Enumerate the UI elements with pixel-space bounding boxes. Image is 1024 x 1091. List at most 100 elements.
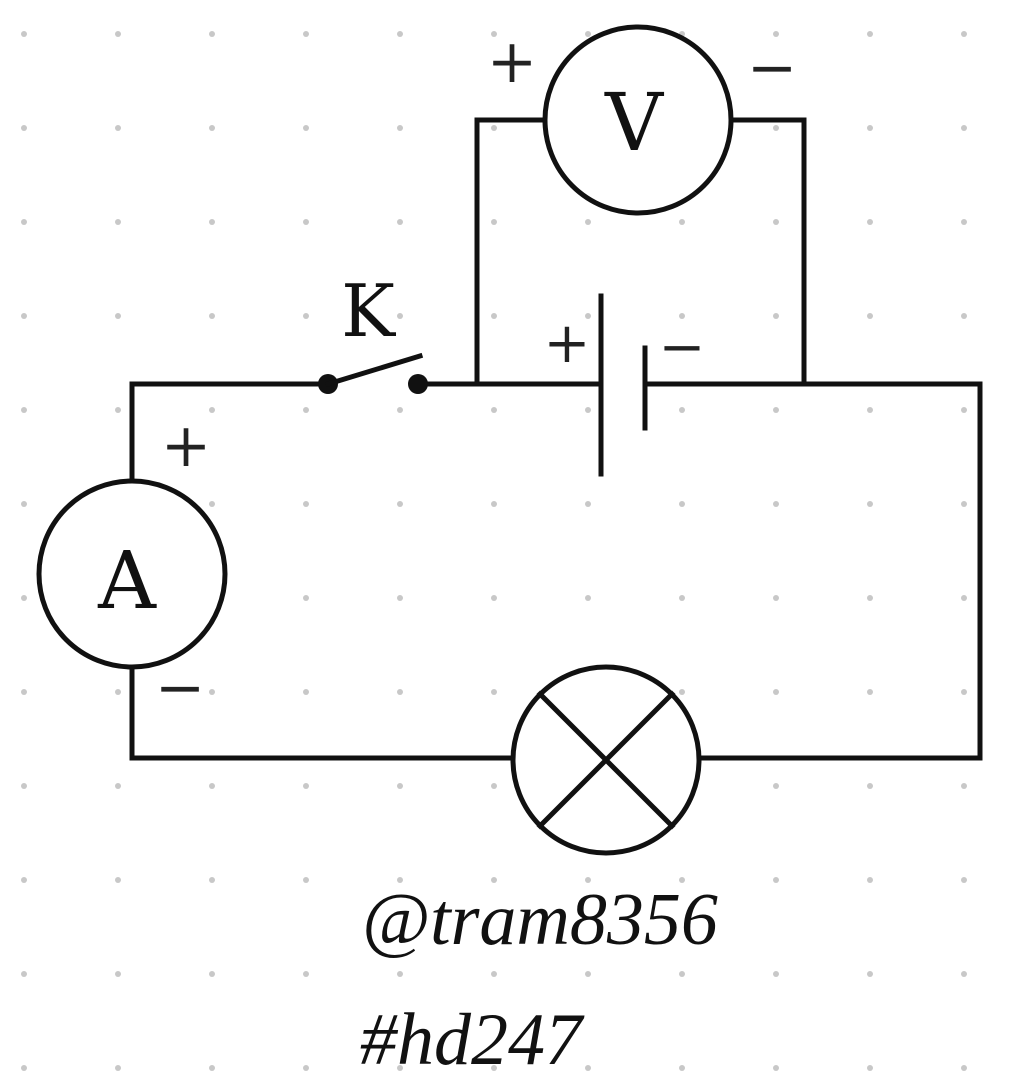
grid-dot [303,877,309,883]
grid-dot [209,1065,215,1071]
grid-dot [209,689,215,695]
grid-dot [961,501,967,507]
grid-dot [21,219,27,225]
grid-dot [585,313,591,319]
grid-dot [773,1065,779,1071]
grid-dot [115,407,121,413]
grid-dot [21,31,27,37]
grid-dot [21,125,27,131]
grid-dot [961,877,967,883]
grid-dot [303,407,309,413]
grid-dot [867,219,873,225]
grid-dot [303,783,309,789]
grid-dot [679,219,685,225]
grid-dot [491,783,497,789]
grid-dot [115,31,121,37]
grid-dot [21,877,27,883]
wires [129,117,983,761]
ammeter-label: A [97,534,157,627]
grid-dot [491,689,497,695]
grid-dot [303,313,309,319]
grid-dot [961,125,967,131]
grid-dot [21,313,27,319]
grid-dot [303,501,309,507]
grid-dot [21,689,27,695]
grid-dot [679,877,685,883]
grid-dot [21,407,27,413]
ammeter: A + − [36,411,228,723]
grid-dot [679,501,685,507]
grid-dot [867,31,873,37]
grid-dot [679,407,685,413]
grid-dot [115,877,121,883]
grid-dot [397,31,403,37]
grid-dot [209,125,215,131]
grid-dot [21,971,27,977]
grid-dot [585,501,591,507]
grid-dot [491,971,497,977]
grid-dot [773,501,779,507]
grid-dot [679,971,685,977]
dot-grid [21,31,967,1071]
grid-dot [397,501,403,507]
grid-dot [867,689,873,695]
grid-dot [867,877,873,883]
grid-dot [867,407,873,413]
grid-dot [773,31,779,37]
grid-dot [209,501,215,507]
signature: @tram8356 #hd247 [360,879,718,1081]
grid-dot [397,313,403,319]
switch-blade [324,352,424,388]
signature-handle: @tram8356 [362,879,718,961]
grid-dot [115,125,121,131]
grid-dot [209,877,215,883]
switch-label: K [341,269,396,353]
grid-dot [491,1065,497,1071]
grid-dot [867,125,873,131]
grid-dot [397,877,403,883]
grid-dot [397,689,403,695]
grid-dot [397,407,403,413]
grid-dot [115,219,121,225]
grid-dot [961,1065,967,1071]
grid-dot [115,689,121,695]
grid-dot [115,783,121,789]
voltmeter: V + − [487,24,797,216]
ammeter-plus-sign: + [161,411,211,481]
ammeter-minus-sign: − [155,653,205,723]
grid-dot [773,689,779,695]
grid-dot [397,595,403,601]
grid-dot [491,31,497,37]
battery: + − [544,293,705,477]
voltmeter-label: V [604,76,664,169]
grid-dot [21,595,27,601]
switch-right-contact [408,374,428,394]
grid-dot [961,219,967,225]
lamp-cross-line-2 [536,690,676,830]
grid-dot [491,407,497,413]
grid-dot [585,595,591,601]
grid-dot [491,595,497,601]
grid-dot [585,877,591,883]
grid-dot [961,783,967,789]
grid-dot [585,1065,591,1071]
grid-dot [585,31,591,37]
grid-dot [867,783,873,789]
grid-dot [867,971,873,977]
voltmeter-plus-sign: + [487,27,537,97]
switch: K [318,269,428,394]
grid-dot [209,783,215,789]
grid-dot [679,595,685,601]
grid-dot [303,689,309,695]
grid-dot [303,595,309,601]
grid-dot [867,1065,873,1071]
grid-dot [585,407,591,413]
grid-dot [209,219,215,225]
voltmeter-minus-sign: − [747,33,797,103]
grid-dot [961,595,967,601]
grid-dot [209,313,215,319]
grid-dot [773,407,779,413]
grid-dot [867,595,873,601]
grid-dot [585,219,591,225]
